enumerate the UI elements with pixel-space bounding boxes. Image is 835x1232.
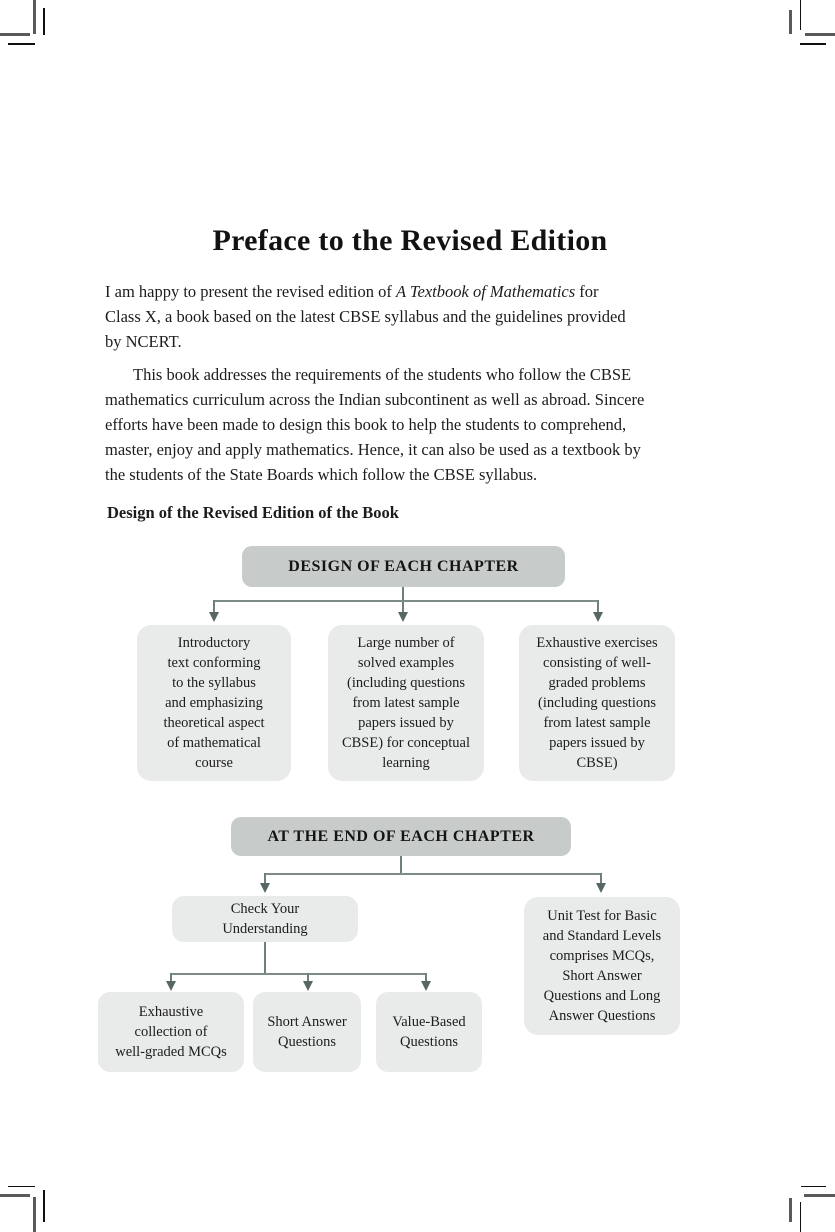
connector-line <box>264 873 266 884</box>
arrow-down-icon <box>209 612 219 622</box>
exhaustive-exercises-box: Exhaustive exercises consisting of well-… <box>519 625 675 781</box>
unit-test-box: Unit Test for Basic and Standard Levels … <box>524 897 680 1035</box>
design-chapter-header-box: DESIGN OF EACH CHAPTER <box>242 546 565 587</box>
arrow-down-icon <box>421 981 431 991</box>
arrow-down-icon <box>303 981 313 991</box>
value-based-box: Value-Based Questions <box>376 992 482 1072</box>
book-title-italic: A Textbook of Mathematics <box>395 282 576 301</box>
paragraph-1-line-2: Class X, a book based on the latest CBSE… <box>105 307 626 326</box>
paragraph-2: This book addresses the requirements of … <box>105 365 645 484</box>
page-title: Preface to the Revised Edition <box>212 224 608 257</box>
paragraph-1: I am happy to present the revised editio… <box>105 279 745 354</box>
arrow-down-icon <box>260 883 270 893</box>
section-subheading: Design of the Revised Edition of the Boo… <box>107 503 399 522</box>
arrow-down-icon <box>596 883 606 893</box>
connector-line <box>425 973 427 982</box>
connector-line <box>213 600 599 602</box>
end-chapter-header-box: AT THE END OF EACH CHAPTER <box>231 817 571 856</box>
connector-line <box>171 973 427 975</box>
check-understanding-box: Check Your Understanding <box>172 896 358 942</box>
paragraph-1-text: I am happy to present the revised editio… <box>105 282 396 301</box>
arrow-down-icon <box>398 612 408 622</box>
connector-line <box>213 600 215 613</box>
paragraph-1-line-3: by NCERT. <box>105 332 182 351</box>
intro-text-box: Introductory text conforming to the syll… <box>137 625 291 781</box>
arrow-down-icon <box>593 612 603 622</box>
connector-line <box>597 600 599 613</box>
connector-line <box>600 873 602 884</box>
short-answer-box: Short Answer Questions <box>253 992 361 1072</box>
paragraph-1-text-end: for <box>575 282 599 301</box>
connector-line <box>307 973 309 982</box>
connector-line <box>264 942 266 974</box>
connector-line <box>400 856 402 874</box>
mcq-collection-box: Exhaustive collection of well-graded MCQ… <box>98 992 244 1072</box>
solved-examples-box: Large number of solved examples (includi… <box>328 625 484 781</box>
paragraph-1-line-1: I am happy to present the revised editio… <box>105 279 745 304</box>
connector-line <box>170 973 172 982</box>
connector-line <box>264 873 602 875</box>
arrow-down-icon <box>166 981 176 991</box>
